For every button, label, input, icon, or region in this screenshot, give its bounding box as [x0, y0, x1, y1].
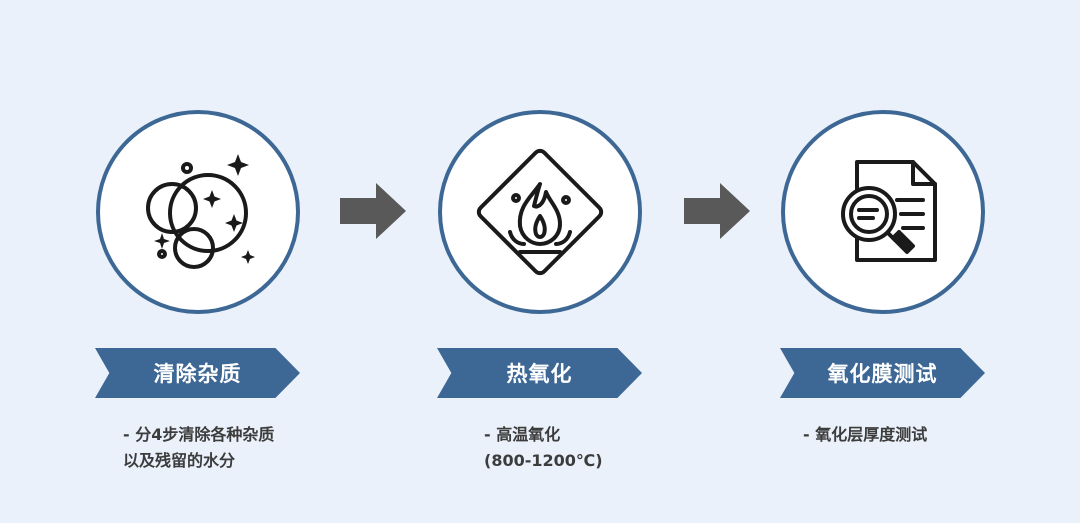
step-title: 热氧化: [506, 362, 573, 386]
step-title: 清除杂质: [153, 362, 242, 386]
icon-circle: [781, 110, 985, 314]
bubbles-sparkle-icon: [146, 154, 255, 269]
desc-line: - 高温氧化: [484, 425, 561, 444]
arrow-right-icon: [340, 183, 406, 239]
desc-line: (800-1200℃): [484, 451, 603, 470]
document-search-icon: [841, 160, 937, 262]
icon-circle: [96, 110, 300, 314]
desc-line: - 分4步清除各种杂质: [123, 425, 275, 444]
icon-circle: [438, 110, 642, 314]
step-title: 氧化膜测试: [827, 362, 938, 386]
step-title-banner: 氧化膜测试: [780, 348, 985, 398]
step-description: - 氧化层厚度测试: [803, 422, 927, 448]
fire-warning-icon: [476, 148, 604, 276]
step-title-banner: 热氧化: [437, 348, 642, 398]
step-description: - 分4步清除各种杂质 以及残留的水分: [123, 422, 274, 474]
desc-line: 以及残留的水分: [123, 451, 236, 470]
step-title-banner: 清除杂质: [95, 348, 300, 398]
step-description: - 高温氧化 (800-1200℃): [484, 422, 603, 474]
arrow-right-icon: [684, 183, 750, 239]
desc-line: - 氧化层厚度测试: [803, 425, 928, 444]
